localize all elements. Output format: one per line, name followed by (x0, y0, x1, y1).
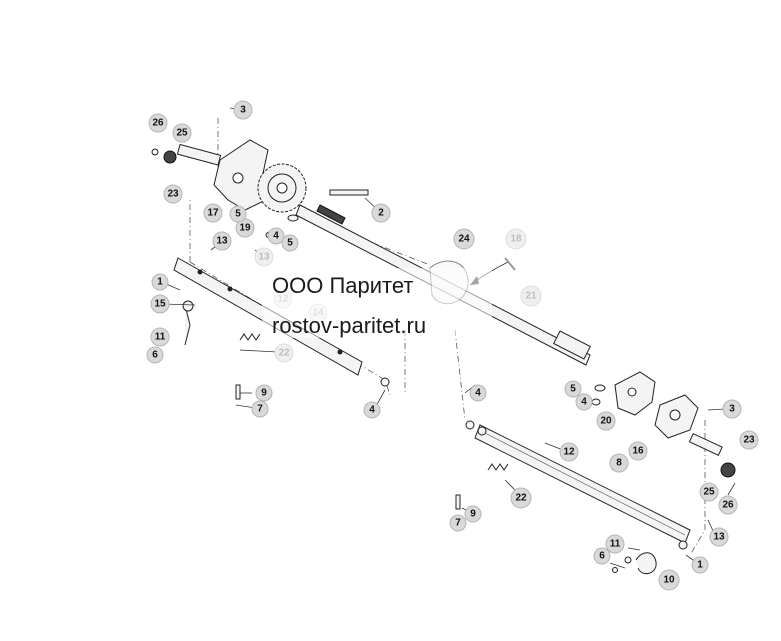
callout-6-b: 6 (593, 547, 611, 565)
svg-text:4: 4 (475, 388, 481, 399)
svg-text:9: 9 (261, 388, 267, 399)
svg-text:1: 1 (157, 277, 163, 288)
svg-text:7: 7 (257, 404, 263, 415)
svg-text:8: 8 (616, 458, 622, 469)
callout-8: 8 (609, 453, 629, 473)
callout-16: 16 (628, 441, 648, 461)
callout-23-right: 23 (739, 430, 759, 450)
callout-11-a: 11 (150, 327, 170, 347)
callout-3-b: 3 (722, 399, 742, 419)
callout-11-b: 11 (605, 534, 625, 554)
callout-5-c: 5 (564, 380, 582, 398)
watermark: ООО Паритет rostov-paritet.ru (262, 268, 492, 338)
callout-24: 24 (453, 228, 475, 250)
svg-text:6: 6 (152, 350, 158, 361)
callout-7-a: 7 (251, 400, 269, 418)
svg-text:15: 15 (154, 299, 166, 310)
svg-text:21: 21 (525, 291, 537, 302)
callout-25-right: 25 (699, 482, 719, 502)
svg-text:11: 11 (610, 539, 621, 550)
svg-text:26: 26 (152, 118, 164, 129)
svg-text:5: 5 (287, 238, 293, 249)
svg-text:11: 11 (155, 332, 166, 343)
callout-4-a: 4 (267, 227, 285, 245)
springs-and-fasteners (182, 300, 688, 575)
callout-9-a: 9 (255, 384, 273, 402)
callout-26-left: 26 (148, 113, 168, 133)
callout-22-b: 22 (510, 487, 532, 509)
svg-text:3: 3 (729, 404, 735, 415)
plate-assembly-right (591, 371, 736, 478)
callout-15: 15 (150, 294, 170, 314)
svg-text:26: 26 (722, 500, 734, 511)
svg-text:23: 23 (167, 189, 179, 200)
callout-20: 20 (596, 411, 616, 431)
callout-10: 10 (658, 569, 680, 591)
callout-26-right: 26 (718, 495, 738, 515)
callout-5-b: 5 (281, 234, 299, 252)
sprocket-assembly-left (151, 139, 369, 239)
svg-text:18: 18 (510, 234, 522, 245)
callout-13-b: 13 (254, 247, 274, 267)
callout-21: 21 (520, 285, 542, 307)
callout-2: 2 (371, 203, 391, 223)
callout-6-a: 6 (146, 346, 164, 364)
svg-text:13: 13 (258, 252, 270, 263)
svg-text:2: 2 (378, 208, 384, 219)
svg-text:5: 5 (235, 209, 241, 220)
svg-text:24: 24 (458, 234, 470, 245)
callout-4-c: 4 (575, 393, 593, 411)
svg-text:19: 19 (239, 223, 251, 234)
svg-text:1: 1 (697, 560, 703, 571)
callout-17: 17 (203, 203, 223, 223)
callout-18: 18 (505, 228, 527, 250)
callout-1-a: 1 (151, 273, 169, 291)
svg-text:13: 13 (713, 532, 725, 543)
callout-9-b: 9 (464, 505, 482, 523)
callout-7-b: 7 (449, 514, 467, 532)
callout-25-left: 25 (172, 123, 192, 143)
svg-text:16: 16 (632, 446, 644, 457)
svg-text:25: 25 (703, 487, 715, 498)
long-bar-lower (474, 424, 691, 544)
svg-text:22: 22 (278, 348, 290, 359)
svg-text:23: 23 (743, 435, 755, 446)
callout-5-a: 5 (229, 205, 247, 223)
svg-text:7: 7 (455, 518, 461, 529)
callout-4-b: 4 (363, 401, 381, 419)
svg-text:4: 4 (369, 405, 375, 416)
svg-text:13: 13 (216, 236, 228, 247)
svg-text:12: 12 (563, 447, 575, 458)
callout-13-a: 13 (212, 231, 232, 251)
callout-22-a: 22 (274, 343, 294, 363)
svg-text:5: 5 (570, 384, 576, 395)
svg-text:22: 22 (515, 493, 527, 504)
callout-1-b: 1 (691, 556, 709, 574)
svg-text:25: 25 (176, 128, 188, 139)
svg-text:3: 3 (240, 105, 246, 116)
svg-text:6: 6 (599, 551, 605, 562)
svg-text:17: 17 (207, 208, 219, 219)
svg-text:4: 4 (581, 397, 587, 408)
svg-text:4: 4 (273, 231, 279, 242)
callout-19: 19 (235, 218, 255, 238)
callout-12-b: 12 (559, 442, 579, 462)
svg-text:20: 20 (600, 416, 612, 427)
watermark-site: rostov-paritet.ru (272, 313, 426, 338)
watermark-company: ООО Паритет (272, 273, 413, 298)
svg-text:9: 9 (470, 509, 476, 520)
svg-text:10: 10 (663, 575, 675, 586)
callout-4-d: 4 (469, 384, 487, 402)
callout-3-left: 3 (233, 100, 253, 120)
callout-13-c: 13 (709, 527, 729, 547)
callouts: 26 25 23 3 17 19 5 2 4 5 13 13 1 15 11 6… (146, 100, 759, 591)
callout-23-left: 23 (163, 184, 183, 204)
